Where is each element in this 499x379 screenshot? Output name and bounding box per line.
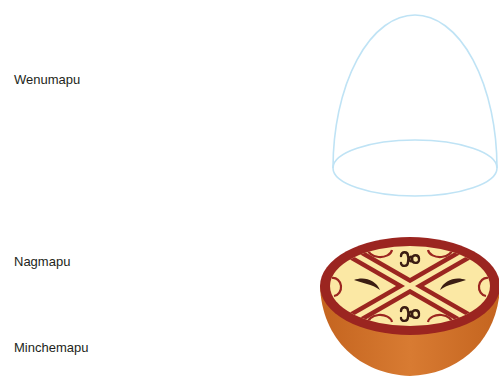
layer-label: Wenumapu — [14, 72, 80, 88]
moon-symbols — [354, 278, 466, 290]
bowl-rim — [320, 237, 499, 335]
sky-dome — [333, 15, 497, 196]
dome-arc — [333, 15, 497, 168]
face-pattern — [330, 240, 490, 332]
layer-label: Nagmapu — [14, 254, 70, 270]
layer-label: Minchemapu — [14, 340, 88, 356]
dome-base — [333, 140, 497, 196]
swirl-symbols — [401, 252, 419, 321]
